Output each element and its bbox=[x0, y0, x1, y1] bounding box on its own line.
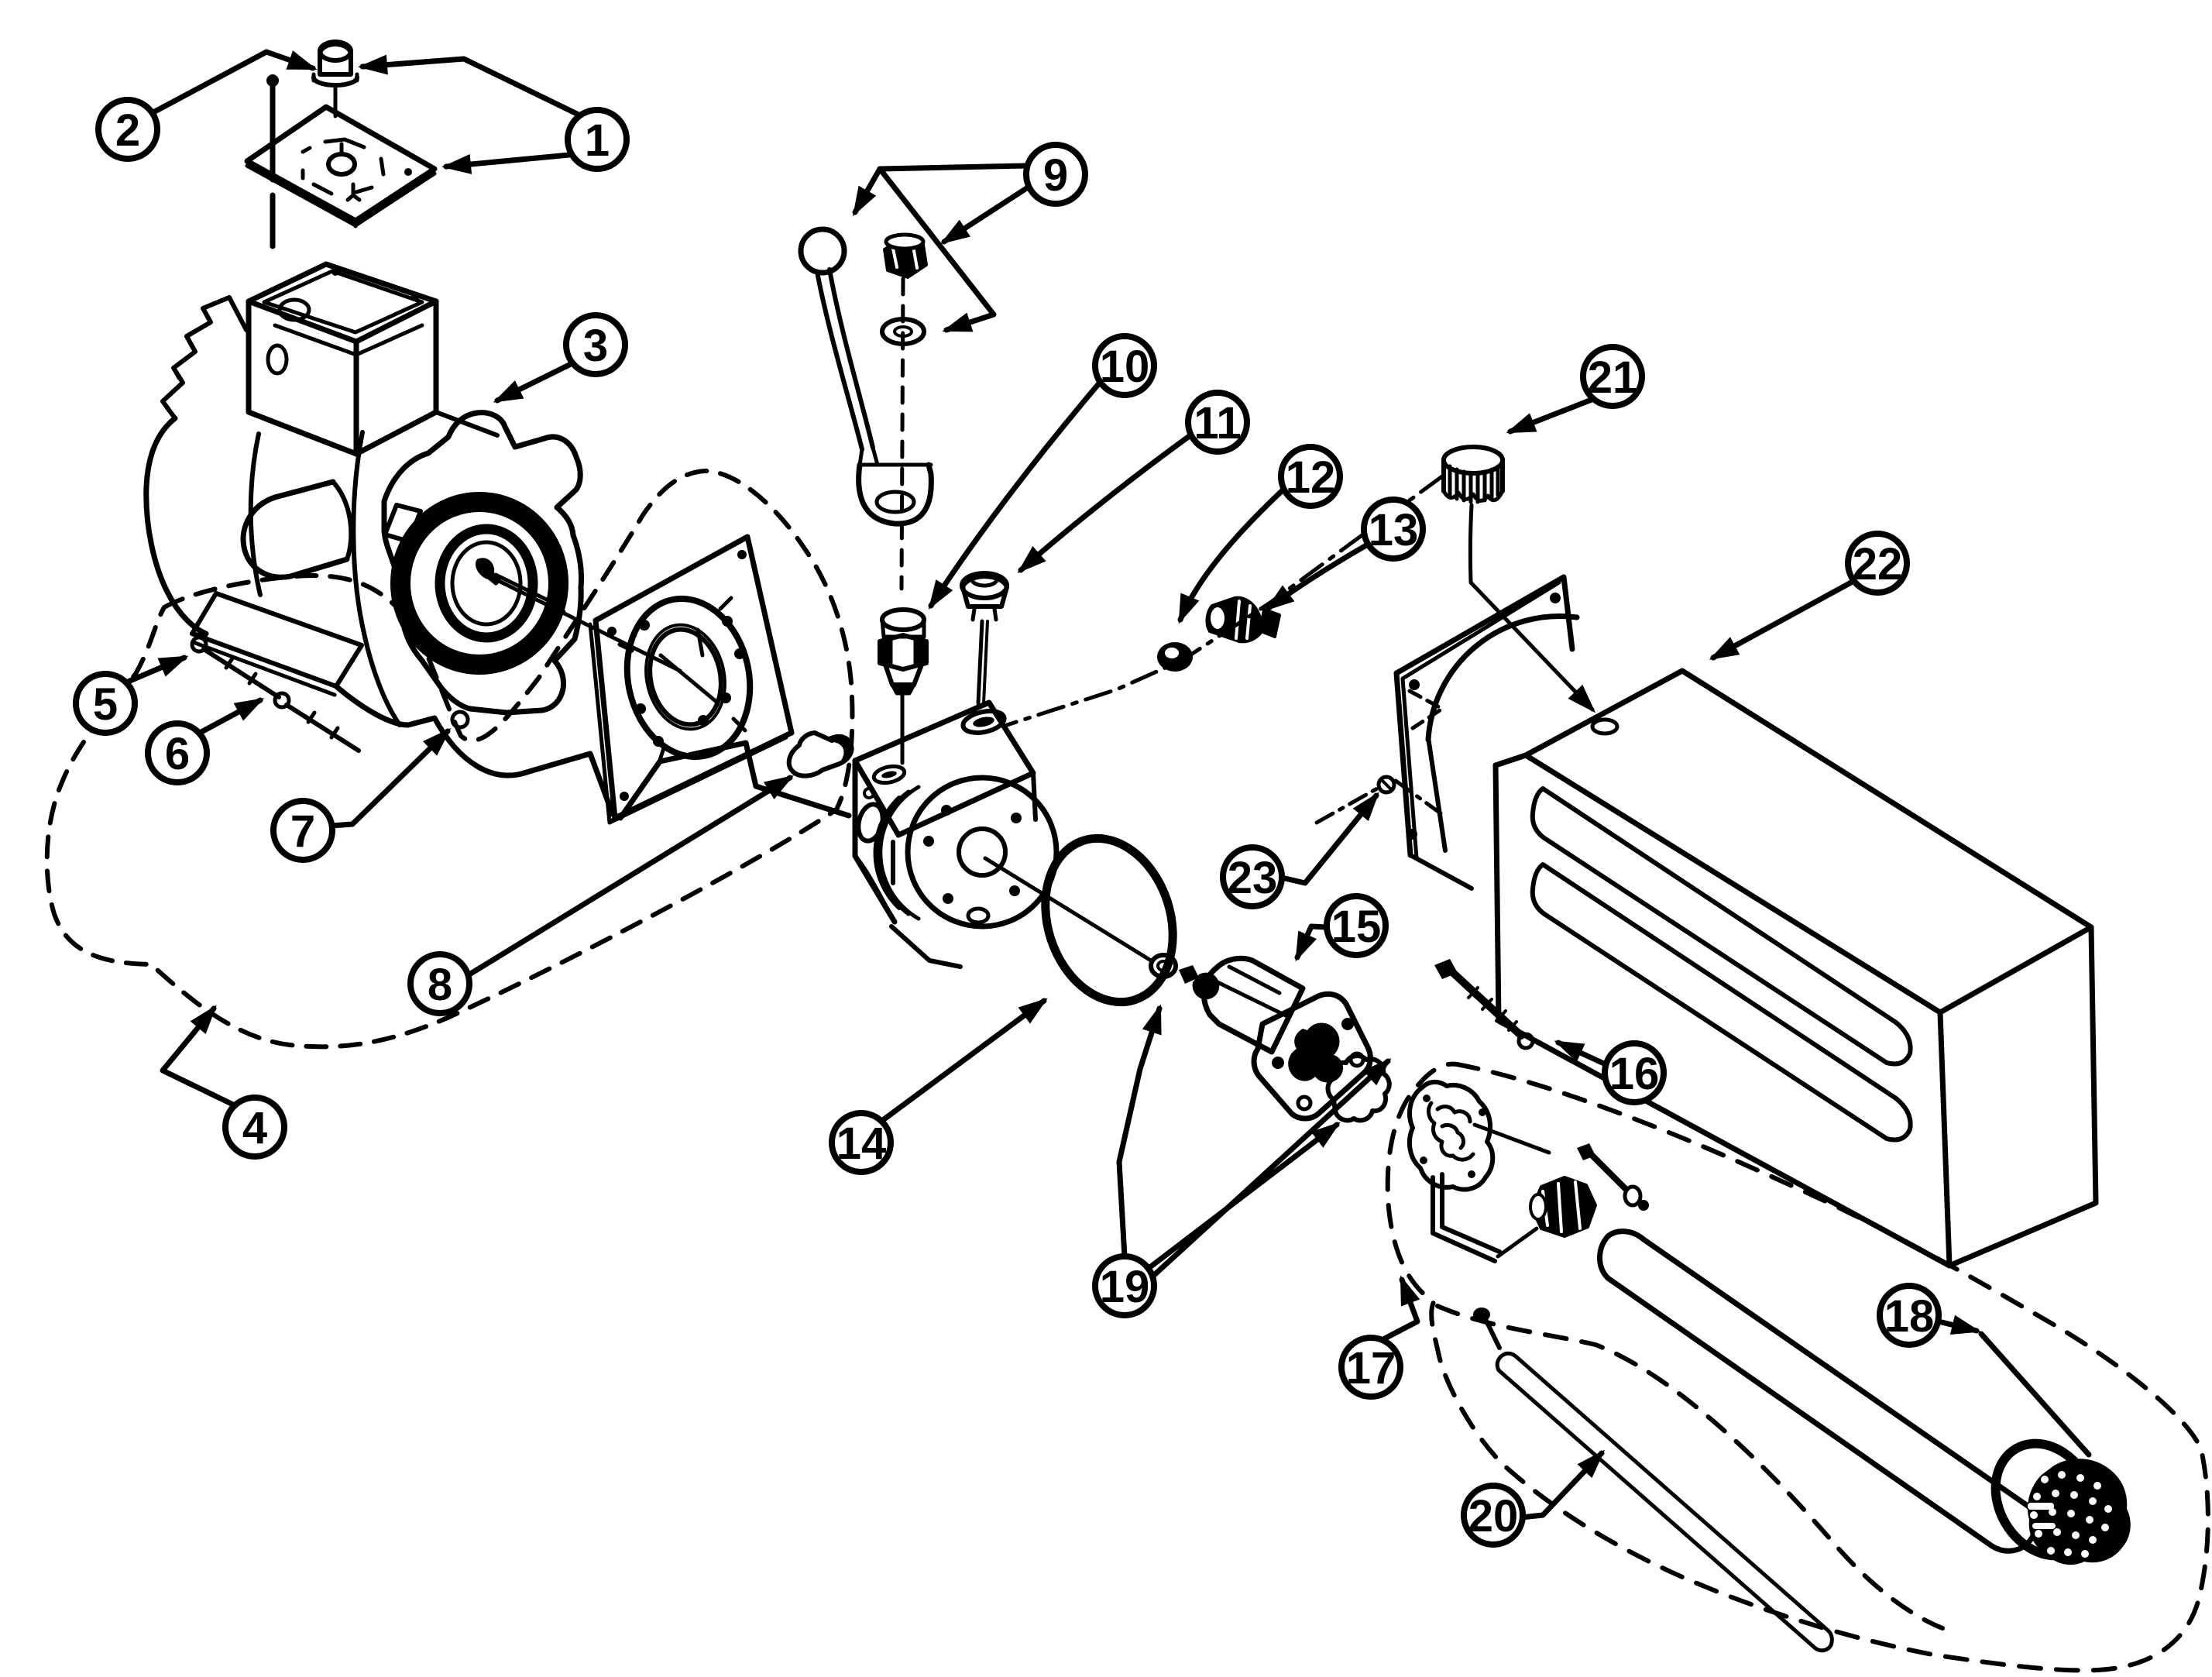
svg-text:2: 2 bbox=[115, 105, 140, 156]
svg-text:9: 9 bbox=[1043, 150, 1068, 201]
svg-text:23: 23 bbox=[1228, 853, 1278, 903]
svg-text:16: 16 bbox=[1609, 1049, 1660, 1099]
svg-text:13: 13 bbox=[1369, 505, 1419, 555]
svg-text:5: 5 bbox=[93, 679, 118, 730]
svg-text:6: 6 bbox=[165, 729, 190, 779]
svg-text:11: 11 bbox=[1194, 398, 1241, 448]
svg-text:17: 17 bbox=[1346, 1343, 1396, 1393]
svg-text:7: 7 bbox=[290, 806, 315, 857]
svg-text:20: 20 bbox=[1468, 1491, 1519, 1541]
svg-text:8: 8 bbox=[428, 960, 452, 1010]
svg-text:3: 3 bbox=[583, 321, 608, 371]
svg-text:12: 12 bbox=[1286, 452, 1336, 503]
svg-text:15: 15 bbox=[1331, 902, 1382, 952]
svg-text:22: 22 bbox=[1853, 539, 1903, 589]
svg-text:14: 14 bbox=[836, 1119, 887, 1169]
svg-text:21: 21 bbox=[1588, 352, 1638, 403]
svg-text:19: 19 bbox=[1100, 1262, 1150, 1312]
svg-text:4: 4 bbox=[242, 1103, 267, 1153]
svg-text:18: 18 bbox=[1884, 1291, 1935, 1342]
svg-text:10: 10 bbox=[1100, 342, 1150, 392]
svg-text:1: 1 bbox=[585, 115, 610, 166]
